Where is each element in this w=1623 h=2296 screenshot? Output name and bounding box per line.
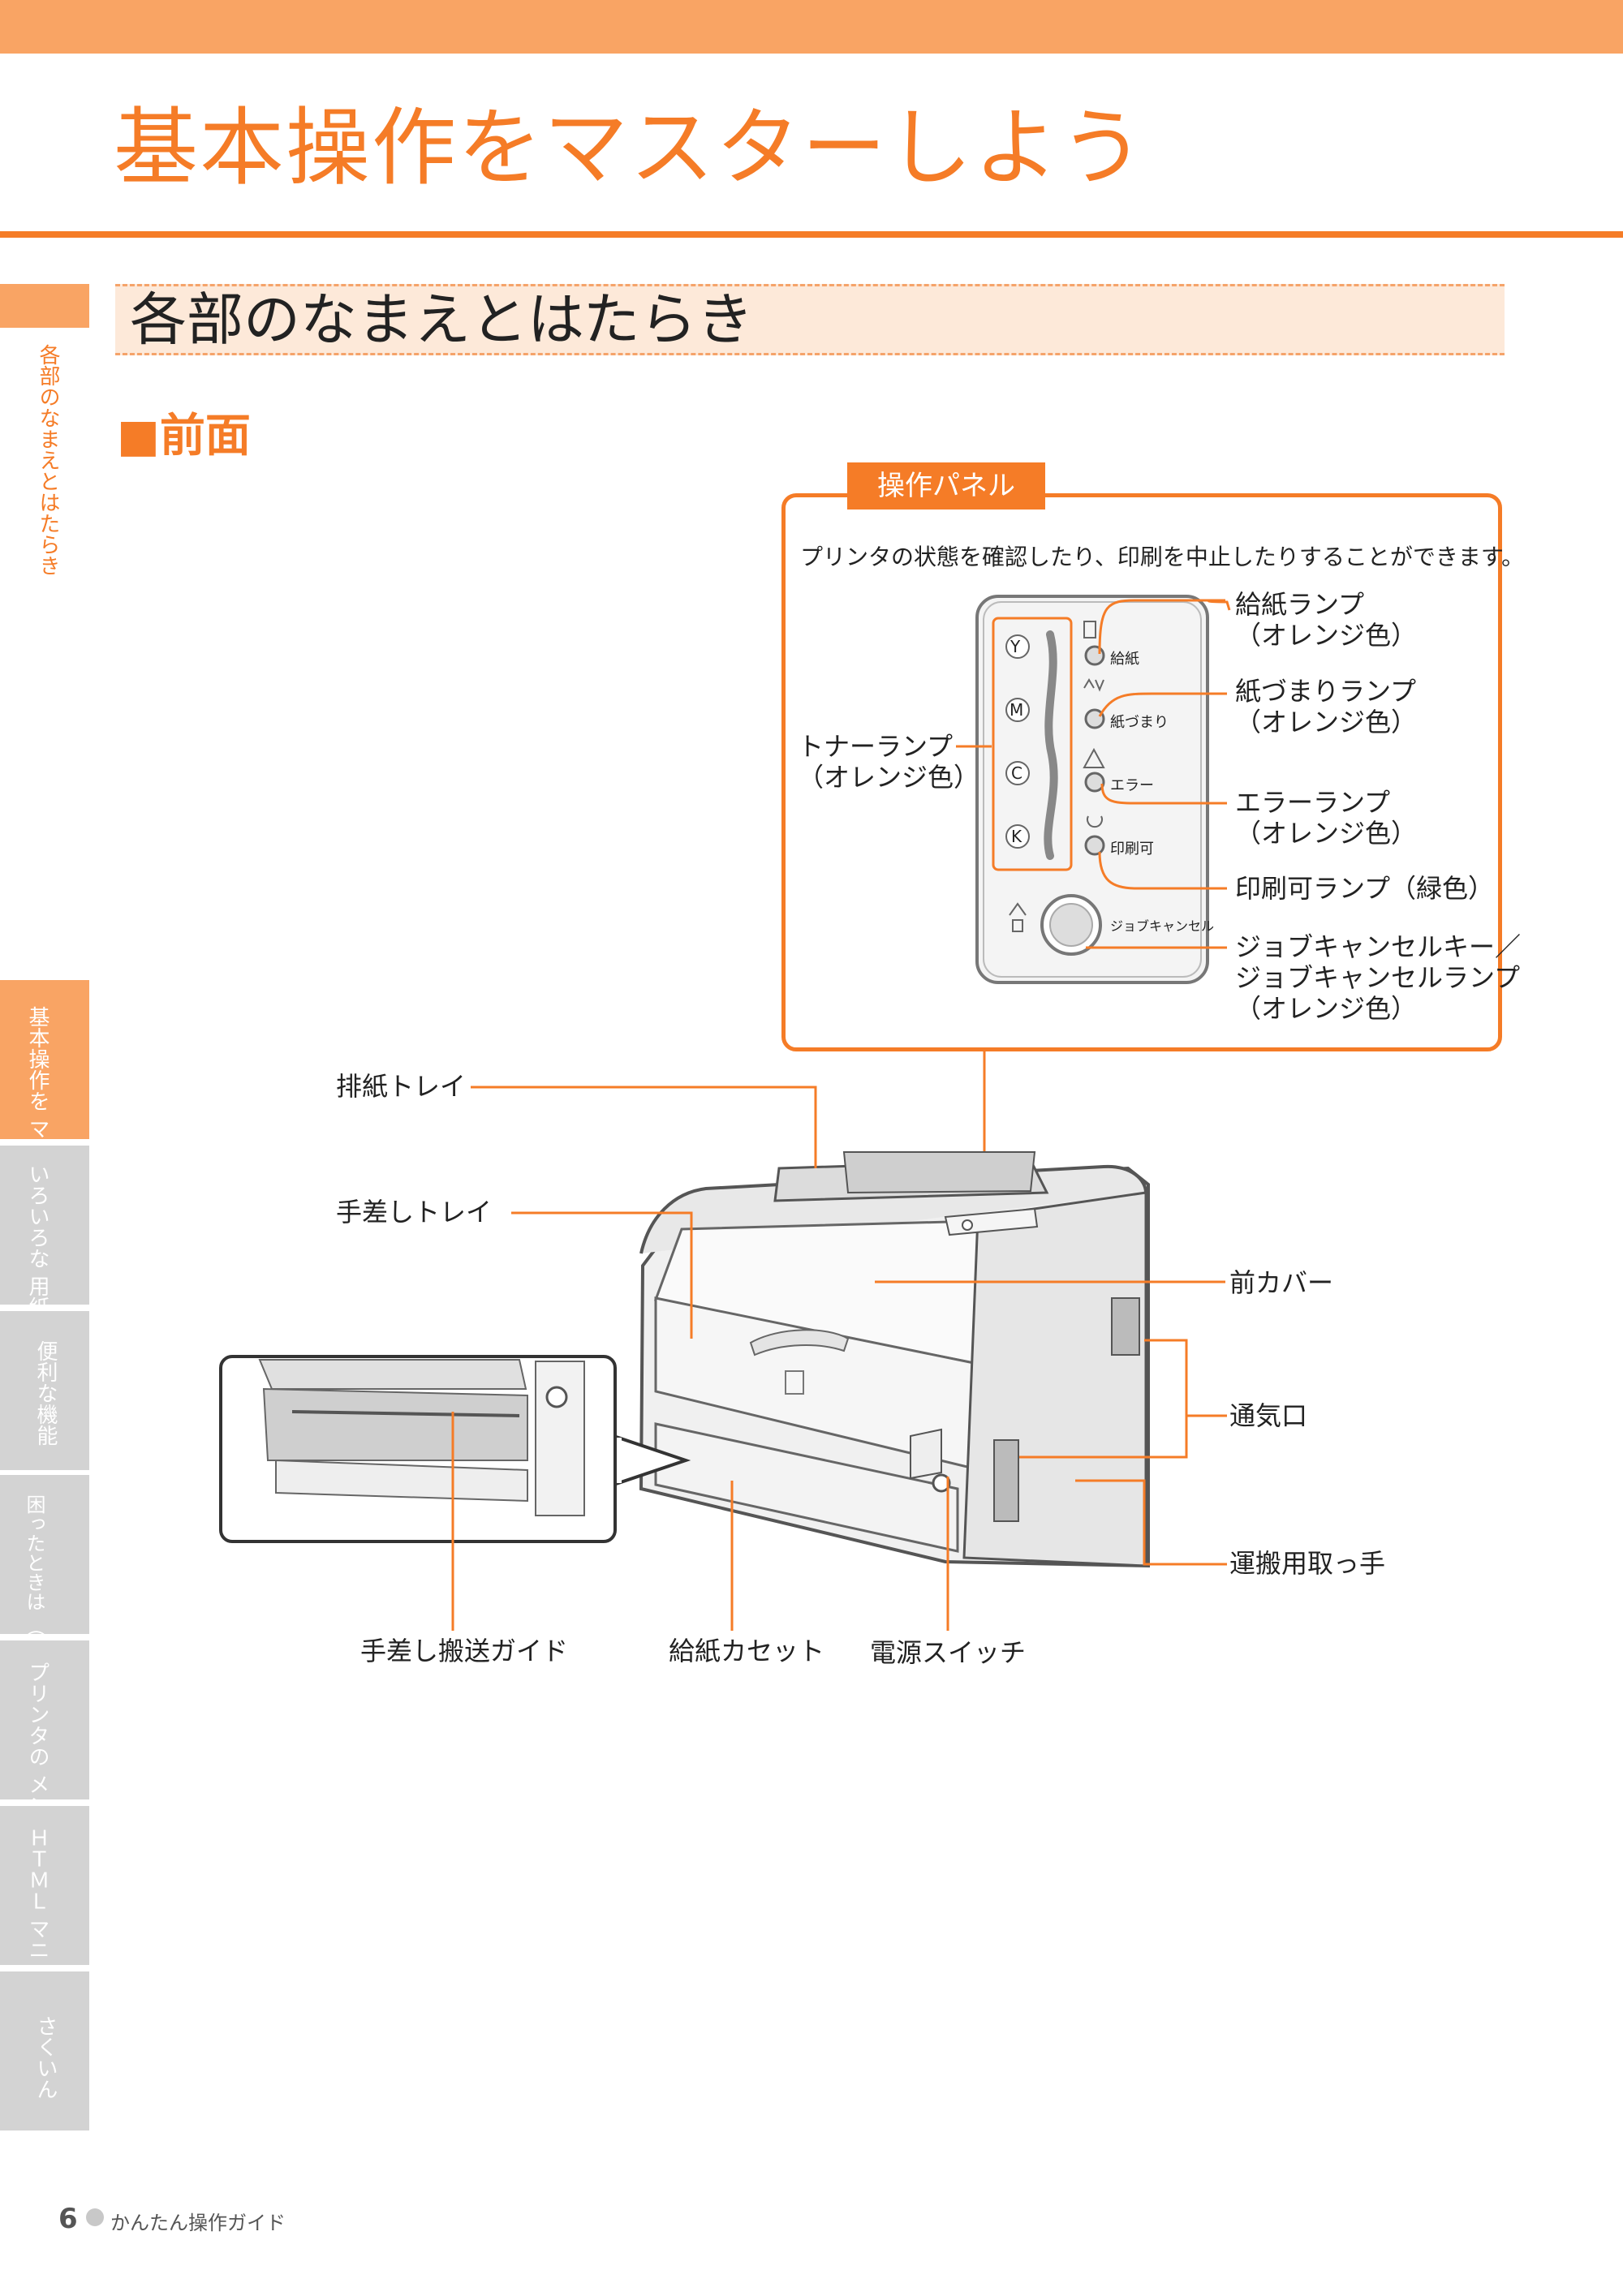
printer-leader-lines [451,1086,1227,1631]
callout-line: （オレンジ色） [1235,620,1418,651]
toner-letter-y: Y [1010,637,1021,656]
feed-lamp-text: 給紙 [1110,651,1139,668]
callout-line: ジョブキャンセルキー／ [1235,931,1522,962]
ready-lamp [1084,835,1105,856]
paper-cassette-label: 給紙カセット [669,1636,825,1666]
power-switch[interactable] [932,1473,951,1493]
paper-jam-icon [1083,678,1104,692]
side-current-section: 各部のなまえとはたらき [36,344,60,576]
cancel-key-callout: ジョブキャンセルキー／ ジョブキャンセルランプ （オレンジ色） [1235,931,1521,1024]
feed-lamp-callout: 給紙ランプ （オレンジ色） [1235,589,1417,651]
jam-lamp [1084,708,1105,729]
vent-label: 通気口 [1229,1400,1308,1431]
top-color-bar [0,0,1623,54]
output-tray-label: 排紙トレイ [336,1071,467,1102]
ready-lamp-text: 印刷可 [1110,841,1154,858]
side-tab-paper[interactable]: いろいろな 用紙への印刷 [0,1146,89,1402]
callout-line: （オレンジ色） [1235,707,1418,737]
page-title: 基本操作をマスターしよう [114,98,1147,197]
side-tab-maintenance[interactable]: プリンタの メンテナンス [0,1640,89,1900]
power-switch-label: 電源スイッチ [870,1637,1027,1668]
jam-lamp-text: 紙づまり [1110,714,1169,731]
side-current-marker [0,284,89,328]
callout-line: （オレンジ色） [1235,818,1418,849]
section-title-bar [115,284,1505,355]
side-tab-label: 便利な機能 [33,1340,58,1446]
front-cover-label: 前カバー [1229,1267,1334,1298]
side-tab-html-manual[interactable]: ＨＴＭＬ マニュアル [0,1806,89,2023]
operation-panel-description: プリンタの状態を確認したり、印刷を中止したりすることができます。 [800,544,1525,570]
jam-lamp-callout: 紙づまりランプ （オレンジ色） [1235,676,1417,737]
warning-icon [1083,747,1105,768]
manual-tray-label: 手差しトレイ [336,1197,493,1228]
error-lamp-text: エラー [1110,777,1154,794]
guide-name: かんたん操作ガイド [110,2212,286,2234]
callout-line: エラーランプ [1235,787,1391,818]
callout-line: 給紙ランプ [1235,589,1365,620]
handle-label: 運搬用取っ手 [1229,1548,1386,1579]
manual-guide-label: 手差し搬送ガイド [360,1636,569,1666]
error-lamp-callout: エラーランプ （オレンジ色） [1235,787,1417,849]
operation-panel-tag: 操作パネル [847,462,1045,510]
toner-lamp-callout: トナーランプ （オレンジ色） [798,731,979,793]
error-lamp [1084,772,1105,793]
title-rule [0,231,1623,238]
subsection-heading: ■前面 [117,410,251,462]
side-tab-index[interactable]: さくいん [0,1971,89,2130]
section-title: 各部のなまえとはたらき [130,286,754,353]
paper-icon [1083,621,1096,638]
callout-line: トナーランプ [798,731,954,762]
manual-feed-inset [219,1355,691,1543]
toner-letter-c: C [1011,763,1022,783]
page-number: 6 [58,2203,78,2235]
footer-dot [86,2208,104,2226]
callout-line: 紙づまりランプ [1235,676,1417,707]
callout-line: （オレンジ色） [1235,993,1418,1024]
feed-lamp [1084,645,1105,666]
ready-icon [1087,815,1103,828]
toner-letter-m: M [1010,700,1024,720]
trash-cancel-icon [1009,902,1027,932]
side-tab-features[interactable]: 便利な機能 [0,1311,89,1470]
ready-lamp-callout: 印刷可ランプ（緑色） [1235,873,1495,904]
side-tab-label: さくいん [33,2015,58,2100]
toner-letter-k: K [1011,827,1022,846]
cancel-key-text: ジョブキャンセル [1110,918,1215,934]
printer-body [639,1151,1150,1568]
callout-line: （オレンジ色） [798,762,980,793]
callout-line: ジョブキャンセルランプ [1235,962,1521,993]
side-tab-basic[interactable]: 基本操作を マスター [0,980,89,1202]
